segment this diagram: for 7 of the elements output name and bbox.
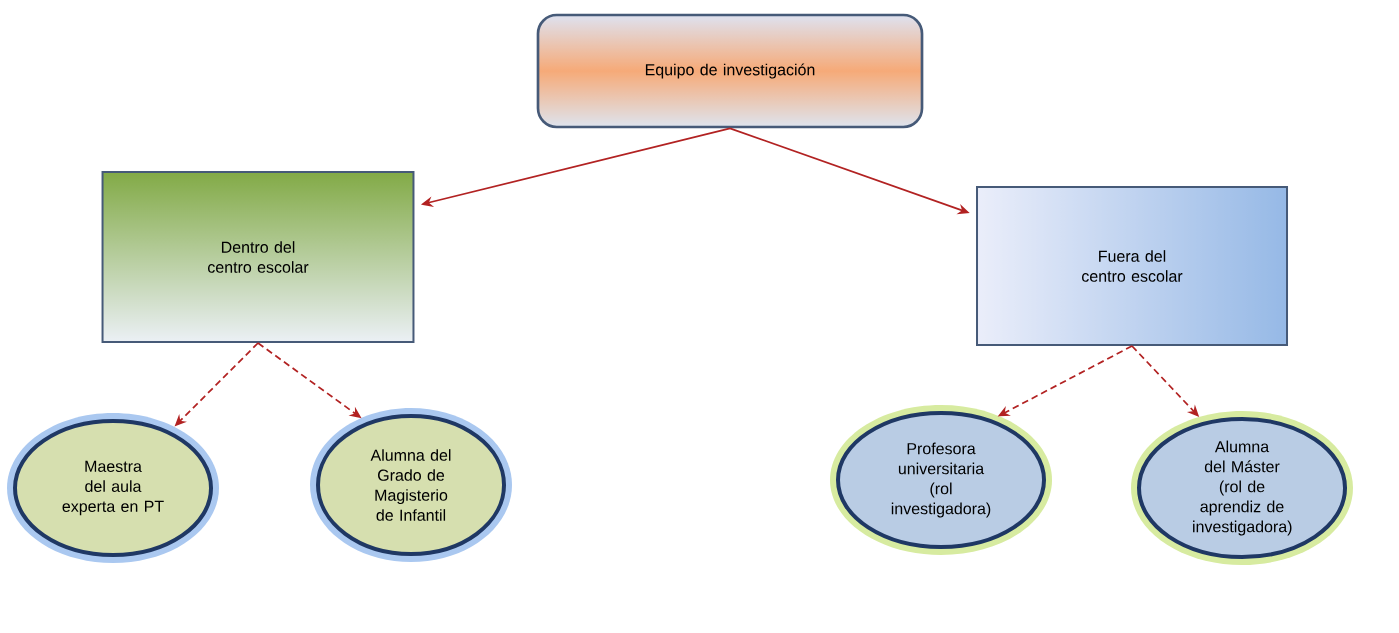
box: Fuera del centro escolar <box>976 186 1288 346</box>
rounded-box: Equipo de investigación <box>536 13 924 129</box>
oval-node: Profesora universitaria (rol investigadora) <box>830 405 1052 555</box>
oval-node: Maestra del aula experta en PT <box>7 413 219 563</box>
oval-node: Alumna del Máster (rol de aprendiz de investigadora) <box>1131 411 1353 565</box>
box: Dentro del centro escolar <box>101 171 415 343</box>
oval-node: Alumna del Grado de Magisterio de Infantil <box>310 408 512 562</box>
